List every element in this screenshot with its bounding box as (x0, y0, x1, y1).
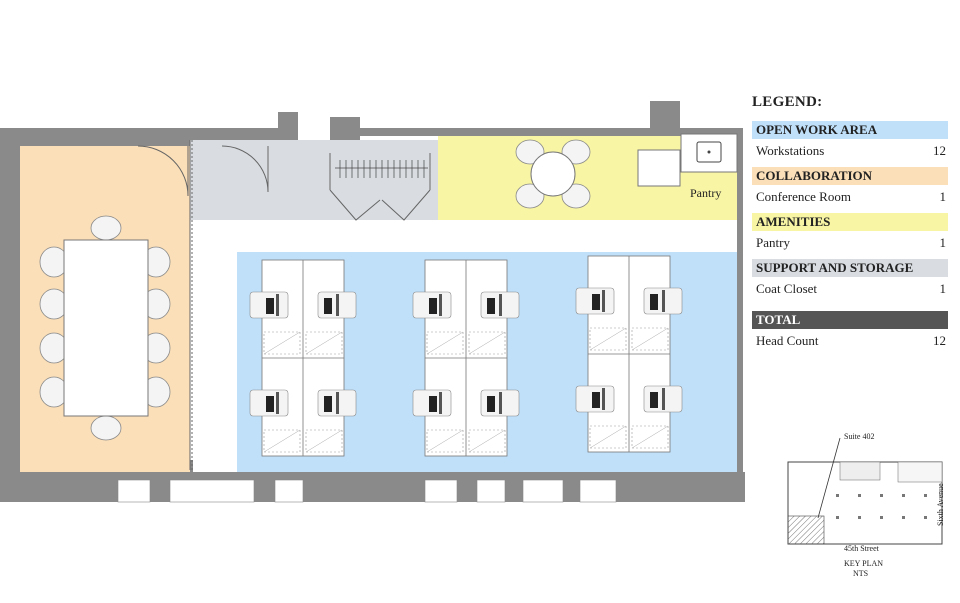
pantry-table (515, 139, 591, 209)
legend-item-count: 1 (939, 189, 947, 204)
key-plan-suite-label: Suite 402 (844, 432, 875, 441)
workstation (575, 385, 615, 413)
legend-title: LEGEND: (752, 94, 823, 110)
workstation (575, 287, 615, 315)
workstation-cluster (575, 255, 683, 453)
windows (117, 479, 617, 503)
workstation (643, 287, 683, 315)
workstation (317, 389, 357, 417)
legend-category-title: TOTAL (752, 311, 948, 329)
legend-item-label: Head Count (756, 333, 819, 348)
legend-row: Pantry 1 (752, 231, 948, 251)
pantry-label: Pantry (690, 186, 721, 200)
conference-table (39, 215, 171, 441)
legend-item-count: 1 (939, 281, 947, 296)
coat-rack (335, 160, 428, 178)
partitions (137, 140, 431, 470)
workstation (249, 291, 289, 319)
workstation (643, 385, 683, 413)
legend-row: Conference Room 1 (752, 185, 948, 205)
legend-row: Head Count 12 (752, 329, 948, 349)
workstations (249, 255, 683, 457)
legend-category-title: SUPPORT AND STORAGE (752, 259, 948, 277)
legend-item-label: Pantry (756, 235, 790, 250)
floor-plan: Pantry (0, 101, 745, 503)
workstation-cluster (249, 259, 357, 457)
workstation (249, 389, 289, 417)
workstation (480, 291, 520, 319)
legend-category-title: OPEN WORK AREA (752, 121, 948, 139)
legend-item-label: Coat Closet (756, 281, 818, 296)
legend-category-open-work: OPEN WORK AREA Workstations 12 (752, 121, 948, 159)
workstation (412, 291, 452, 319)
key-plan-scale: NTS (853, 569, 869, 578)
legend-category-amenities: AMENITIES Pantry 1 (752, 213, 948, 251)
key-plan: Suite 402 45th Street Sixth Avenue KEY P… (778, 430, 954, 580)
legend-item-count: 12 (933, 333, 946, 348)
legend-category-total: TOTAL Head Count 12 (752, 311, 948, 349)
legend-item-label: Conference Room (756, 189, 851, 204)
legend-item-label: Workstations (756, 143, 825, 158)
key-plan-map (787, 437, 943, 545)
legend-category-title: AMENITIES (752, 213, 948, 231)
legend-item-count: 12 (933, 143, 946, 158)
legend-category-collaboration: COLLABORATION Conference Room 1 (752, 167, 948, 205)
legend-item-count: 1 (939, 235, 947, 250)
workstation (412, 389, 452, 417)
legend-row: Coat Closet 1 (752, 277, 948, 297)
workstation (317, 291, 357, 319)
key-plan-street-label: 45th Street (844, 544, 879, 553)
pantry-counter (637, 133, 738, 187)
key-plan-title: KEY PLAN (844, 559, 884, 568)
key-plan-avenue-label: Sixth Avenue (936, 483, 945, 526)
legend-category-title: COLLABORATION (752, 167, 948, 185)
legend: LEGEND: OPEN WORK AREA Workstations 12 C… (752, 94, 948, 349)
coat-closet-zone (190, 140, 438, 220)
legend-category-support: SUPPORT AND STORAGE Coat Closet 1 (752, 259, 948, 297)
workstation-cluster (412, 259, 520, 457)
workstation (480, 389, 520, 417)
legend-row: Workstations 12 (752, 139, 948, 159)
